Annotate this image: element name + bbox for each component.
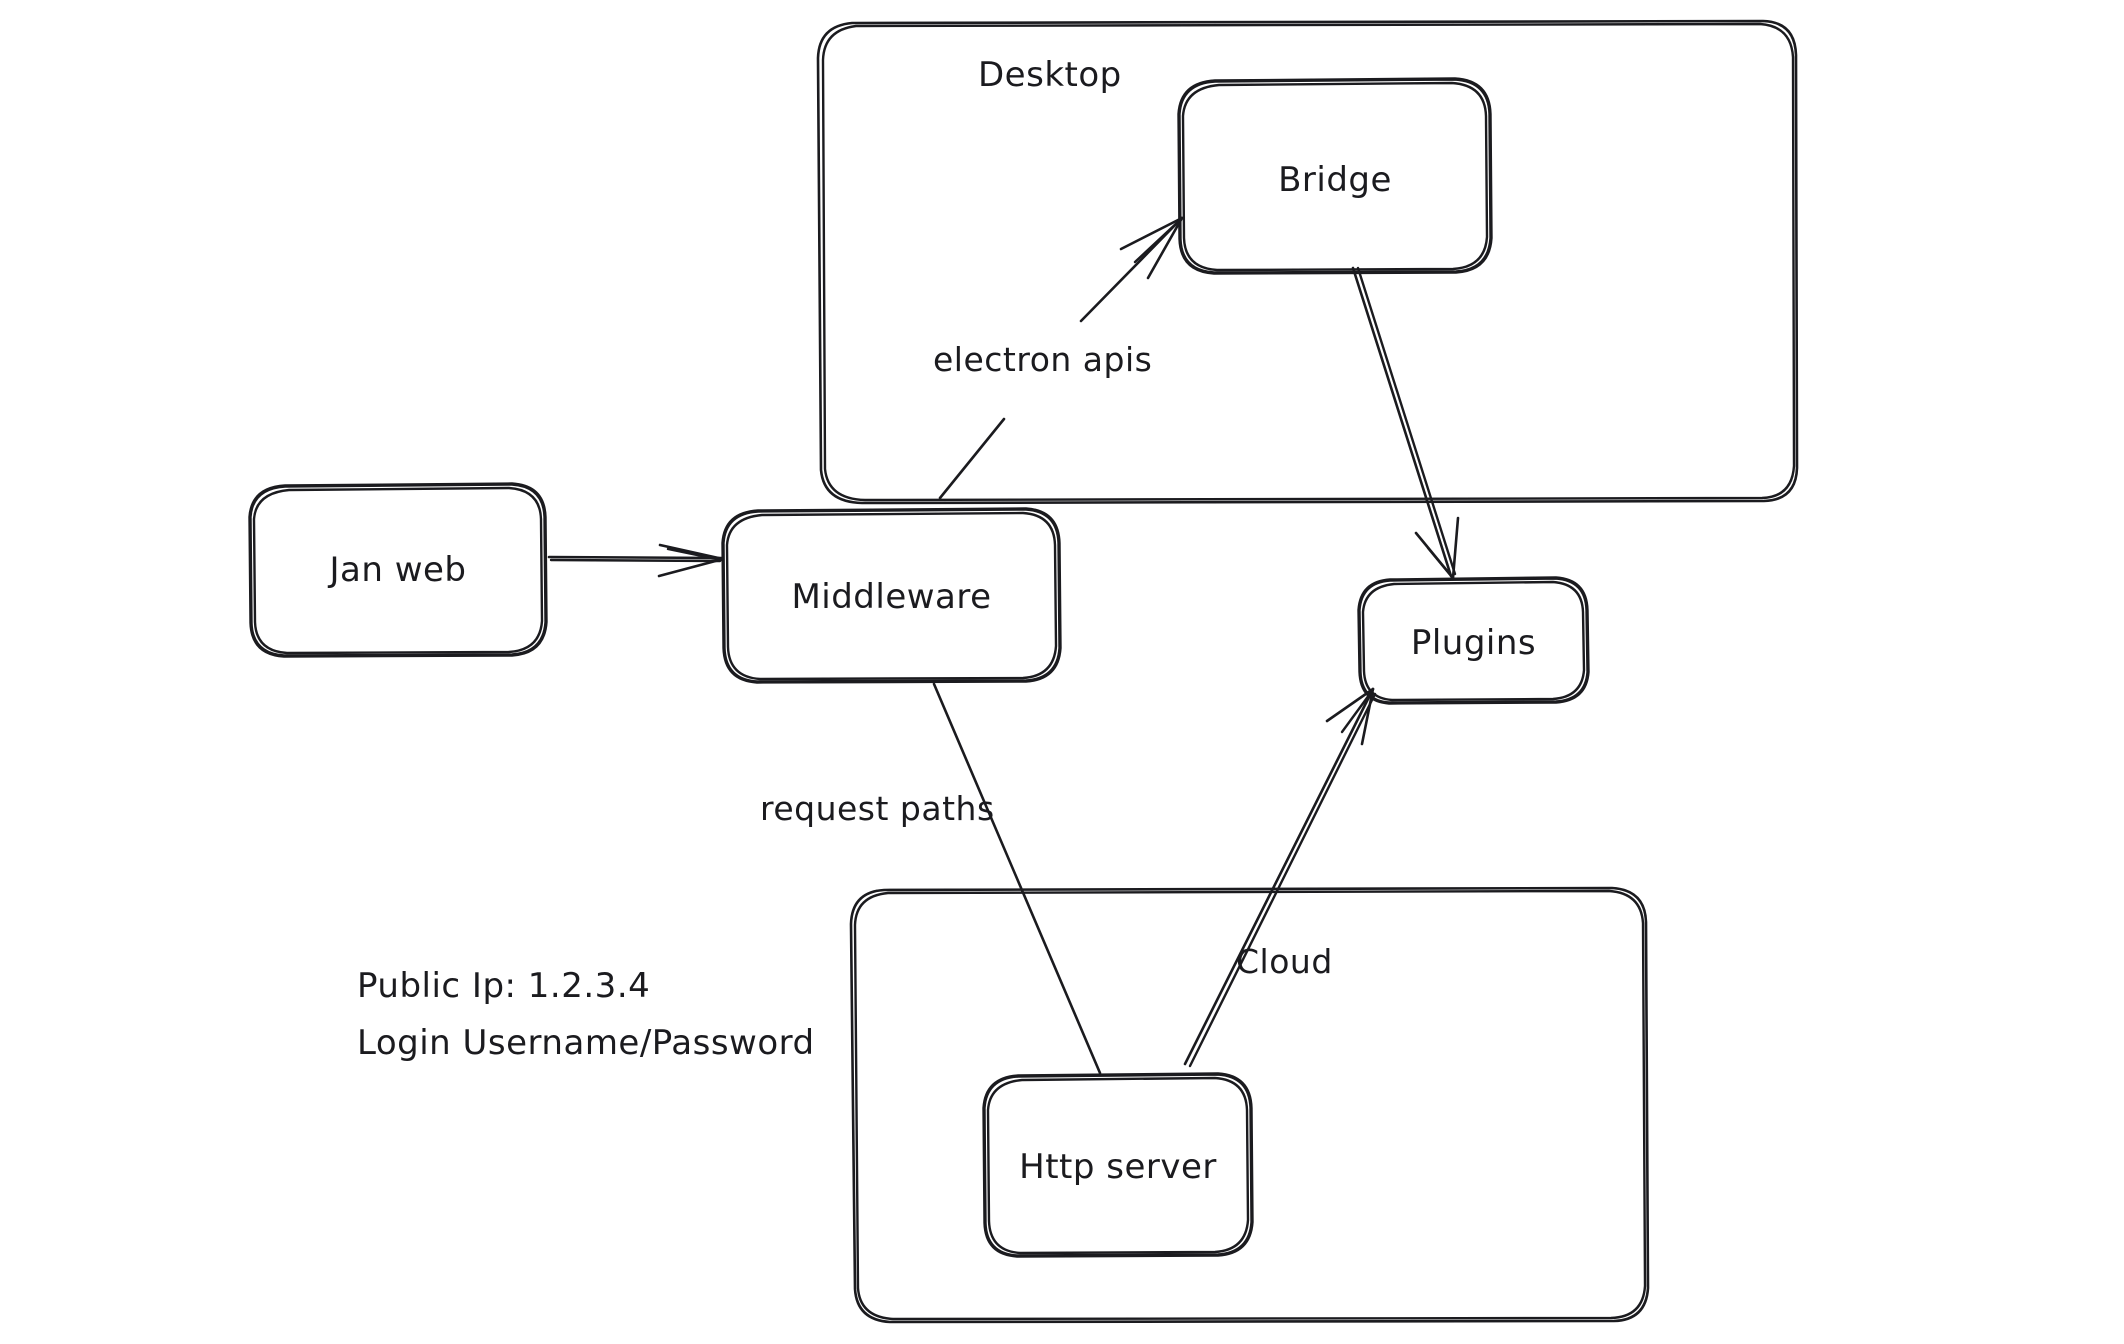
node-label-middleware: Middleware [791, 577, 992, 617]
node-http-server-outline [982, 1072, 1254, 1258]
group-label-desktop: Desktop [978, 55, 1122, 95]
group-cloud[interactable] [851, 888, 1648, 1322]
node-label-bridge: Bridge [1278, 160, 1392, 200]
node-jan-web-outline [248, 482, 548, 658]
group-desktop-outline [816, 19, 1799, 505]
node-bridge-outline [1177, 77, 1493, 275]
edge-middleware-to-httpserver [932, 682, 1102, 1075]
edge-label-cloud: Cloud [1236, 942, 1333, 981]
edge-httpserver-to-plugins [1183, 687, 1377, 1068]
edge-bridge-to-plugins [1351, 266, 1460, 580]
note-login-credentials: Login Username/Password [357, 1023, 815, 1063]
node-middleware[interactable] [723, 509, 1060, 682]
node-jan-web[interactable] [250, 484, 546, 656]
group-cloud-outline [849, 886, 1650, 1324]
node-label-http-server: Http server [1019, 1147, 1217, 1187]
edge-label-electron-apis: electron apis [933, 340, 1153, 379]
node-plugins-outline [1357, 576, 1590, 705]
edge-janweb-to-middleware [547, 543, 725, 578]
edge-middleware-to-bridge [938, 216, 1184, 500]
node-plugins[interactable] [1359, 578, 1588, 703]
edge-label-request-paths: request paths [760, 789, 995, 828]
node-label-plugins: Plugins [1410, 623, 1537, 663]
group-desktop[interactable] [818, 21, 1797, 503]
node-label-jan-web: Jan web [329, 550, 467, 590]
node-middleware-outline [721, 507, 1062, 684]
note-public-ip: Public Ip: 1.2.3.4 [357, 966, 651, 1006]
